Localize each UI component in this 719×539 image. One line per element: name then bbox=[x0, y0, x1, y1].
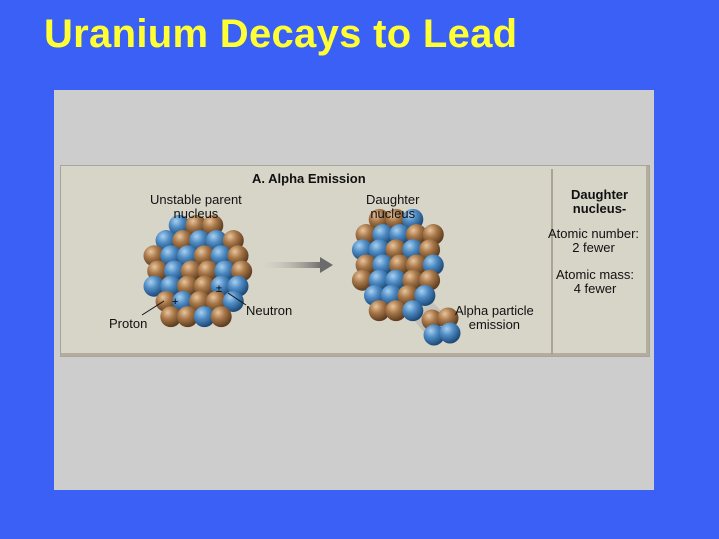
neutron-ball bbox=[351, 269, 373, 291]
slide-title: Uranium Decays to Lead bbox=[44, 12, 518, 56]
atomic-number-note: Atomic number: 2 fewer bbox=[548, 227, 639, 255]
daughter-label-line2: nucleus bbox=[370, 206, 416, 221]
sidebar-heading-line1: Daughter bbox=[571, 187, 629, 202]
proton-ball bbox=[193, 306, 215, 328]
proton-ball bbox=[423, 324, 445, 346]
proton-label: Proton bbox=[109, 316, 148, 331]
atomic-mass-note: Atomic mass: 4 fewer bbox=[556, 268, 634, 296]
daughter-label-line1: Daughter bbox=[366, 192, 420, 207]
proton-ball bbox=[222, 290, 244, 312]
neutron-ball bbox=[368, 300, 390, 322]
figure-heading: A. Alpha Emission bbox=[252, 171, 366, 186]
proton-ball bbox=[143, 275, 165, 297]
proton-sign: + bbox=[172, 296, 179, 308]
parent-label-line2: nucleus bbox=[173, 206, 219, 221]
neutron-ball bbox=[160, 306, 182, 328]
alpha-label-line2: emission bbox=[468, 317, 521, 332]
neutron-ball bbox=[210, 306, 232, 328]
atomic-mass-line1: Atomic mass: bbox=[556, 267, 635, 282]
parent-nucleus bbox=[143, 214, 253, 328]
parent-label-line1: Unstable parent bbox=[150, 192, 242, 207]
atomic-number-line1: Atomic number: bbox=[548, 226, 640, 241]
diagram-art bbox=[141, 208, 461, 346]
alpha-particle bbox=[421, 307, 461, 346]
sidebar-heading: Daughter nucleus- bbox=[571, 188, 628, 216]
daughter-nucleus bbox=[351, 208, 444, 322]
sidebar-divider bbox=[551, 169, 553, 355]
neutron-sign: ± bbox=[216, 283, 223, 295]
proton-pointer bbox=[141, 300, 165, 316]
atomic-number-line2: 2 fewer bbox=[572, 240, 615, 255]
sidebar-heading-line2: nucleus- bbox=[572, 201, 627, 216]
alpha-label-line1: Alpha particle bbox=[455, 303, 534, 318]
proton-ball bbox=[414, 284, 436, 306]
neutron-ball bbox=[177, 306, 199, 328]
neutron-label: Neutron bbox=[246, 303, 293, 318]
reaction-arrow bbox=[258, 257, 333, 273]
proton-ball bbox=[439, 322, 461, 344]
parent-nucleus-label: Unstable parent nucleus bbox=[150, 193, 242, 221]
daughter-nucleus-label: Daughter nucleus bbox=[366, 193, 419, 221]
atomic-mass-line2: 4 fewer bbox=[573, 281, 617, 296]
proton-ball bbox=[402, 300, 424, 322]
alpha-emission-label: Alpha particle emission bbox=[455, 304, 534, 332]
neutron-ball bbox=[385, 300, 407, 322]
neutron-pointer bbox=[227, 292, 247, 306]
